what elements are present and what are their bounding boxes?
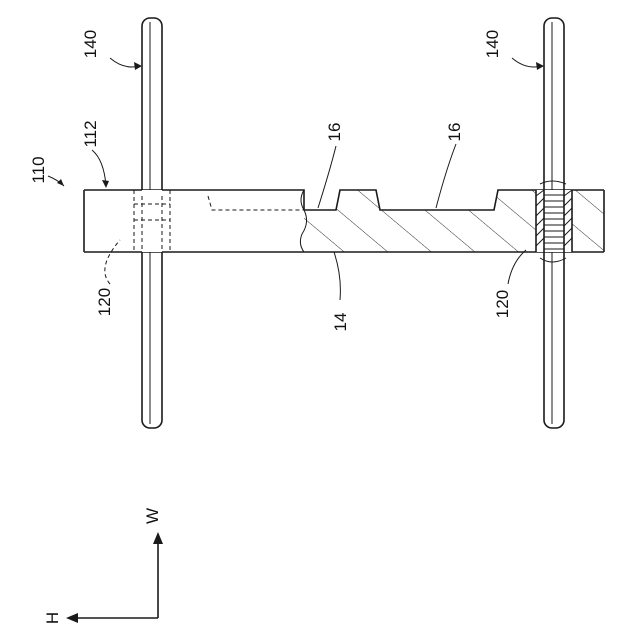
label-groove-a: 16 xyxy=(325,123,344,142)
label-plate: 112 xyxy=(81,120,100,147)
label-rod-right: 140 xyxy=(483,30,502,58)
label-body: 14 xyxy=(331,313,350,332)
label-groove-b: 16 xyxy=(445,123,464,142)
leader-lines xyxy=(48,58,544,300)
label-bore-right: 120 xyxy=(493,290,512,318)
direction-axes xyxy=(66,532,163,623)
axis-label-w: W xyxy=(143,508,162,524)
right-bore-section xyxy=(536,181,572,262)
axis-label-h: H xyxy=(43,612,62,624)
label-bore-left: 120 xyxy=(95,288,114,316)
label-assembly: 110 xyxy=(29,156,48,183)
label-rod-left: 140 xyxy=(81,30,100,58)
